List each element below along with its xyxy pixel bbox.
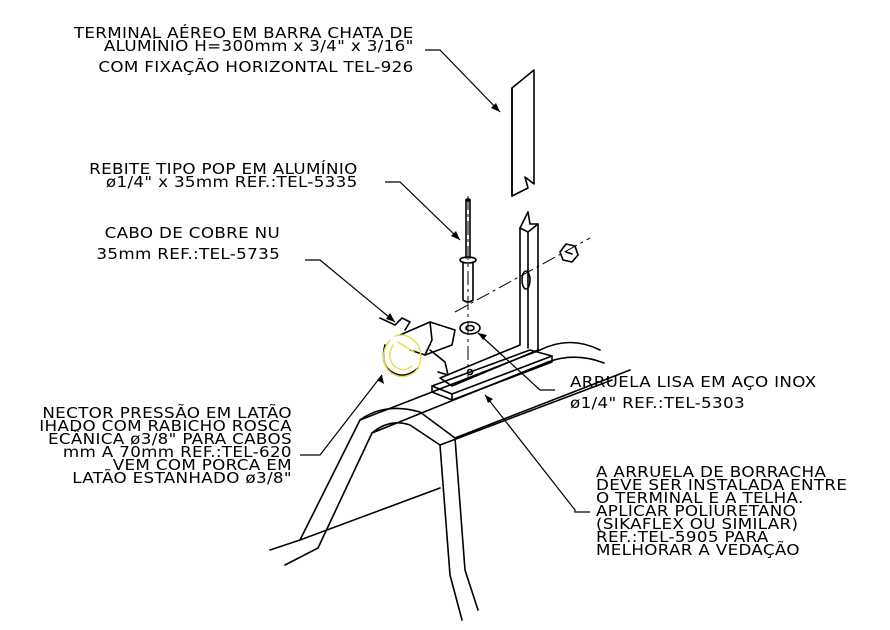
leader-cabo [305, 259, 396, 323]
leader-arruela-lisa [477, 332, 555, 391]
roof-tile [269, 341, 631, 621]
label-rebite: REBITE TIPO POP EM ALUMÍNIO ø1/4" x 35mm… [89, 160, 359, 191]
leader-rebite [385, 181, 461, 241]
leader-terminal [425, 49, 501, 113]
label-terminal: TERMINAL AÉREO EM BARRA CHATA DE ALUMÍNI… [74, 24, 414, 76]
rubber-washer-strip [431, 349, 553, 401]
leader-conector [300, 374, 383, 456]
label-conector: NECTOR PRESSÃO EM LATÃO IHADO COM RABICH… [39, 404, 293, 487]
flat-washer [459, 321, 481, 376]
label-arruela-borracha: A ARRUELA DE BORRACHA DEVE SER INSTALADA… [596, 463, 848, 559]
pressure-connector [379, 317, 456, 378]
terminal-bracket-lower [439, 211, 539, 387]
label-arruela-lisa: ARRUELA LISA EM AÇO INOX ø1/4" REF.:TEL-… [570, 373, 817, 412]
axis-line [454, 237, 591, 313]
terminal-bar-upper [511, 69, 535, 197]
hex-nut [559, 243, 579, 263]
label-cabo: CABO DE COBRE NU 35mm REF.:TEL-5735 [96, 224, 280, 263]
leader-arruela-borracha [484, 394, 590, 513]
